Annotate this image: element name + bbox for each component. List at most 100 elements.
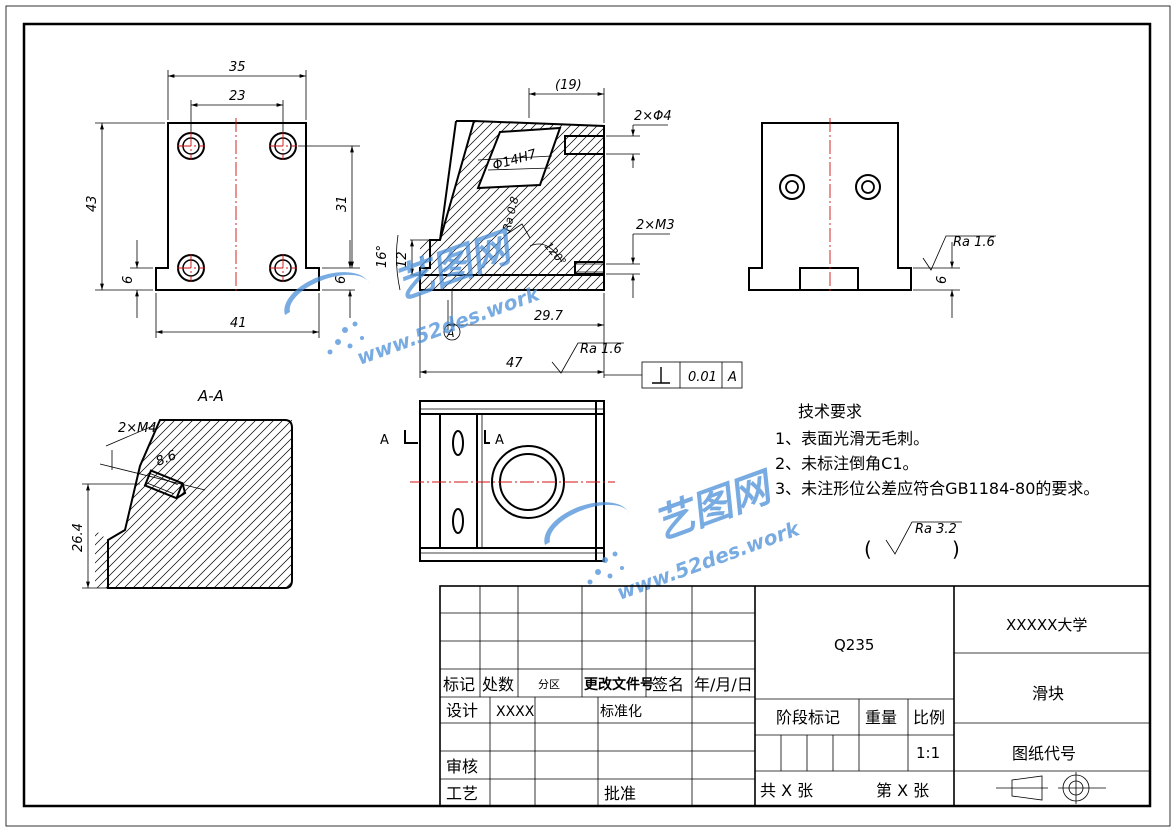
hatch-line	[420, 121, 591, 290]
hatch-line	[490, 121, 604, 290]
dim-35: 35	[229, 60, 246, 75]
tb-sheet-number: 第 X 张	[876, 781, 929, 800]
hatch-line	[517, 121, 604, 290]
tol-value: 0.01	[688, 370, 717, 385]
dim-19: (19)	[555, 78, 582, 93]
section-title: A-A	[197, 387, 224, 405]
hatch-line	[445, 121, 604, 290]
hatch-line	[420, 121, 501, 290]
dim-16deg: 16°	[375, 245, 390, 268]
hatch-line	[481, 121, 604, 290]
hatch-line	[143, 420, 292, 588]
hatch-line	[215, 420, 292, 588]
hatch-line	[0, 415, 90, 595]
hatch-line	[420, 121, 510, 290]
dim-6-right-view: 6	[935, 276, 950, 284]
tb-sign: 签名	[652, 675, 684, 694]
hatch-line	[95, 420, 100, 588]
ra-1-6-right: Ra 1.6	[953, 235, 995, 250]
hatch-line	[116, 420, 292, 588]
tb-count: 处数	[482, 675, 514, 694]
hatch-line	[233, 420, 292, 588]
dim-12: 12	[395, 251, 410, 268]
hatch-line	[454, 121, 604, 290]
hatch-line	[95, 420, 235, 588]
cut-mark-a-right: A	[495, 433, 504, 448]
dim-29-7: 29.7	[534, 309, 564, 324]
right-hole-right	[855, 174, 881, 200]
tol-datum: A	[727, 370, 737, 385]
hatch-line	[463, 121, 604, 290]
hatch-line	[420, 121, 600, 290]
dim-23: 23	[229, 89, 246, 104]
datum-a: A	[446, 327, 455, 340]
hatch-line	[134, 420, 292, 588]
hatch-line	[553, 121, 604, 290]
tb-part-name: 滑块	[1032, 684, 1064, 703]
hatch-line	[571, 121, 604, 290]
hatch-line	[95, 420, 172, 588]
tb-zone: 分区	[538, 678, 560, 691]
hatch-line	[170, 420, 292, 588]
dim-angle: 120°	[542, 240, 569, 269]
tb-drawing-code-label: 图纸代号	[1012, 744, 1076, 763]
hatch-line	[242, 420, 292, 588]
hatch-line	[499, 121, 604, 290]
hatch-line	[95, 420, 262, 588]
hatch-line	[580, 121, 604, 290]
hatch-line	[589, 121, 604, 290]
projection-symbol	[996, 772, 1106, 804]
tb-review: 审核	[446, 757, 478, 776]
paren-open: (	[864, 537, 872, 561]
hatch-line	[125, 420, 292, 588]
tb-designer: XXXX	[496, 704, 535, 720]
front-hole-top-left	[177, 132, 205, 160]
hatch-line	[508, 121, 604, 290]
tech-item-1: 1、表面光滑无毛刺。	[775, 429, 929, 448]
hatch-line	[535, 121, 604, 290]
dim-26-4: 26.4	[71, 523, 86, 552]
tb-design: 设计	[446, 701, 478, 720]
tb-approve: 批准	[604, 784, 636, 803]
tech-title: 技术要求	[798, 402, 862, 421]
hatch-line	[152, 420, 292, 588]
hatch-line	[95, 420, 145, 588]
dim-47: 47	[506, 356, 523, 371]
tb-weight: 重量	[865, 708, 897, 727]
dim-43: 43	[85, 195, 100, 212]
hatch-line	[278, 420, 292, 588]
ra-3-2: Ra 3.2	[915, 522, 957, 537]
dim-41: 41	[230, 316, 247, 331]
dim-31: 31	[335, 195, 350, 212]
tb-change-doc: 更改文件号	[584, 676, 654, 693]
ra-1-6-side: Ra 1.6	[580, 342, 622, 357]
hatch-line	[188, 420, 292, 588]
hatch-line	[95, 420, 109, 588]
hatch-line	[95, 420, 253, 588]
tb-date: 年/月/日	[694, 675, 753, 694]
watermark-1: 艺图网 www.52des.work	[284, 223, 544, 370]
hatch-line	[206, 420, 292, 588]
hatch-line	[98, 420, 280, 588]
front-hole-bottom-right	[269, 254, 297, 282]
hatch-line	[161, 420, 292, 588]
hatch-line	[197, 420, 292, 588]
tb-process: 工艺	[446, 784, 478, 803]
cut-mark-a-left: A	[380, 433, 389, 448]
dim-2xm3: 2×M3	[636, 218, 675, 233]
hatch-line	[179, 420, 292, 588]
dim-2xm4: 2×M4	[118, 421, 157, 436]
paren-close: )	[952, 537, 960, 561]
watermark-2: 艺图网 www.52des.work	[544, 463, 804, 605]
side-view: (19) 2×Φ4 Φ14H7 Ra 0.8 2×M3 16° 12 120° …	[375, 78, 743, 389]
dim-6-left: 6	[121, 276, 136, 284]
hatch-line	[95, 420, 226, 588]
tb-total-sheets: 共 X 张	[760, 781, 813, 800]
hatch-line	[224, 420, 292, 588]
tb-material: Q235	[834, 636, 874, 654]
hatch-line	[107, 420, 289, 588]
dim-8-6: 8.6	[154, 448, 179, 470]
front-hole-top-right	[269, 132, 297, 160]
hatch-line	[95, 420, 271, 588]
